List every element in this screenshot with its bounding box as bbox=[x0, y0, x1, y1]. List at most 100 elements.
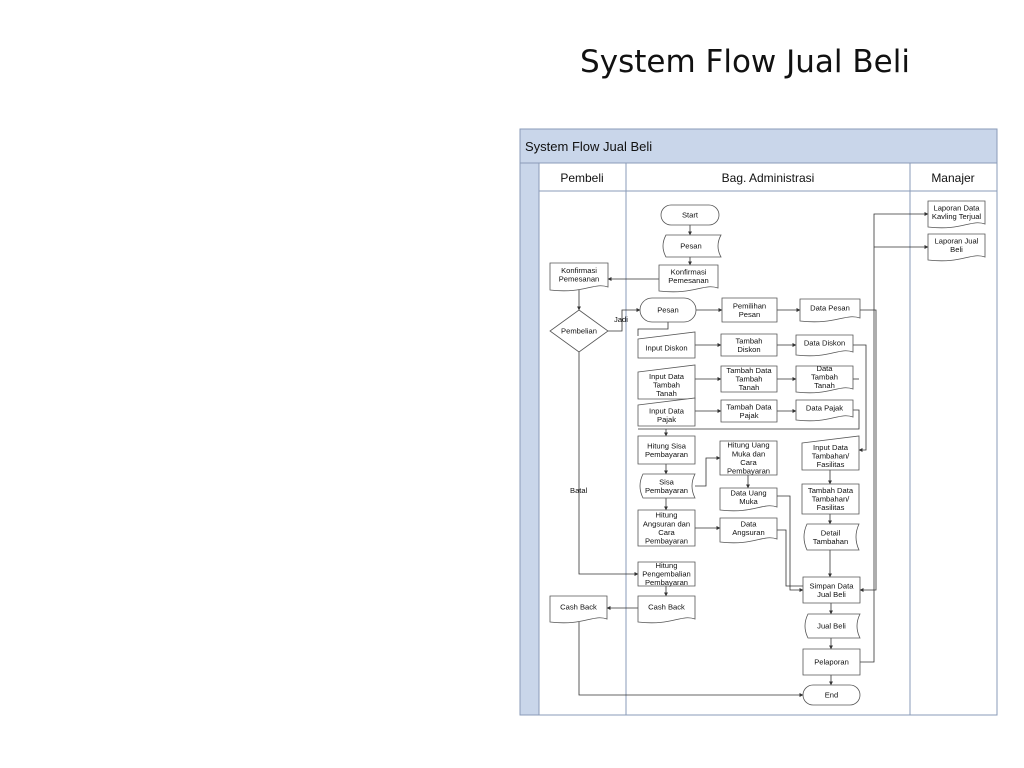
node-pesan-doc: Pesan bbox=[662, 234, 722, 258]
node-label: Pesan bbox=[657, 306, 679, 315]
node-pembelian: Pembelian bbox=[549, 309, 609, 353]
node-label: Start bbox=[682, 211, 699, 220]
node-shape bbox=[795, 399, 854, 422]
node-input-diskon: Input Diskon bbox=[637, 331, 696, 359]
node-shape bbox=[662, 234, 722, 258]
pool-title: System Flow Jual Beli bbox=[525, 139, 652, 154]
node-label: Jual Beli bbox=[817, 622, 846, 631]
edge-pelaporan-to-laporan bbox=[860, 212, 929, 663]
edge-cashback-to-end bbox=[578, 622, 804, 697]
node-cashback-pembeli: Cash Back bbox=[549, 595, 608, 624]
lane-header-pembeli: Pembeli bbox=[560, 171, 603, 185]
node-shape bbox=[802, 648, 861, 676]
node-data-pajak: Data Pajak bbox=[795, 399, 854, 422]
edge-datapajak-right bbox=[638, 409, 860, 430]
node-end: End bbox=[802, 684, 861, 706]
node-label: Data Pajak bbox=[806, 404, 843, 413]
node-shape bbox=[927, 200, 986, 229]
node-pelaporan: Pelaporan bbox=[802, 648, 861, 676]
edge-pembelian-jadi bbox=[608, 308, 641, 332]
node-data-pesan: Data Pesan bbox=[799, 298, 861, 323]
node-shape bbox=[639, 473, 696, 499]
node-shape bbox=[720, 365, 778, 393]
node-shape bbox=[802, 684, 861, 706]
node-shape bbox=[658, 264, 719, 293]
edge-label-jadi: Jadi bbox=[614, 315, 628, 324]
node-shape bbox=[719, 517, 778, 544]
edge-pesan-to-inputdiskon bbox=[637, 322, 669, 336]
node-shape bbox=[719, 487, 778, 512]
node-shape bbox=[637, 331, 696, 359]
node-jual-beli: Jual Beli bbox=[804, 613, 861, 639]
node-label: Cash Back bbox=[560, 603, 597, 612]
node-shape bbox=[720, 333, 778, 357]
node-label: Cash Back bbox=[648, 603, 685, 612]
node-pesan-input: Pesan bbox=[639, 297, 697, 323]
node-shape bbox=[637, 435, 696, 465]
node-shape bbox=[803, 523, 860, 551]
node-shape bbox=[549, 309, 609, 353]
pool-side-band bbox=[519, 162, 540, 716]
node-shape bbox=[639, 297, 697, 323]
edge-pembelian-batal bbox=[578, 352, 639, 576]
node-shape bbox=[801, 483, 860, 515]
node-label: Data Pesan bbox=[810, 304, 850, 313]
node-shape bbox=[637, 509, 696, 547]
node-shape bbox=[549, 595, 608, 624]
edge-sisa-to-hitungum bbox=[695, 456, 721, 487]
node-shape bbox=[637, 397, 696, 427]
edge-dataangs-to-simpan bbox=[777, 529, 803, 587]
node-label: Input Diskon bbox=[645, 344, 687, 353]
node-label: Data Diskon bbox=[804, 339, 845, 348]
node-shape bbox=[799, 298, 861, 323]
lane-header-manajer: Manajer bbox=[931, 171, 974, 185]
node-shape bbox=[795, 365, 854, 394]
node-shape bbox=[637, 561, 696, 587]
node-shape bbox=[801, 435, 860, 471]
node-shape bbox=[802, 576, 861, 604]
node-shape bbox=[804, 613, 861, 639]
node-data-diskon: Data Diskon bbox=[795, 334, 854, 357]
edge-label-batal: Batal bbox=[570, 486, 588, 495]
